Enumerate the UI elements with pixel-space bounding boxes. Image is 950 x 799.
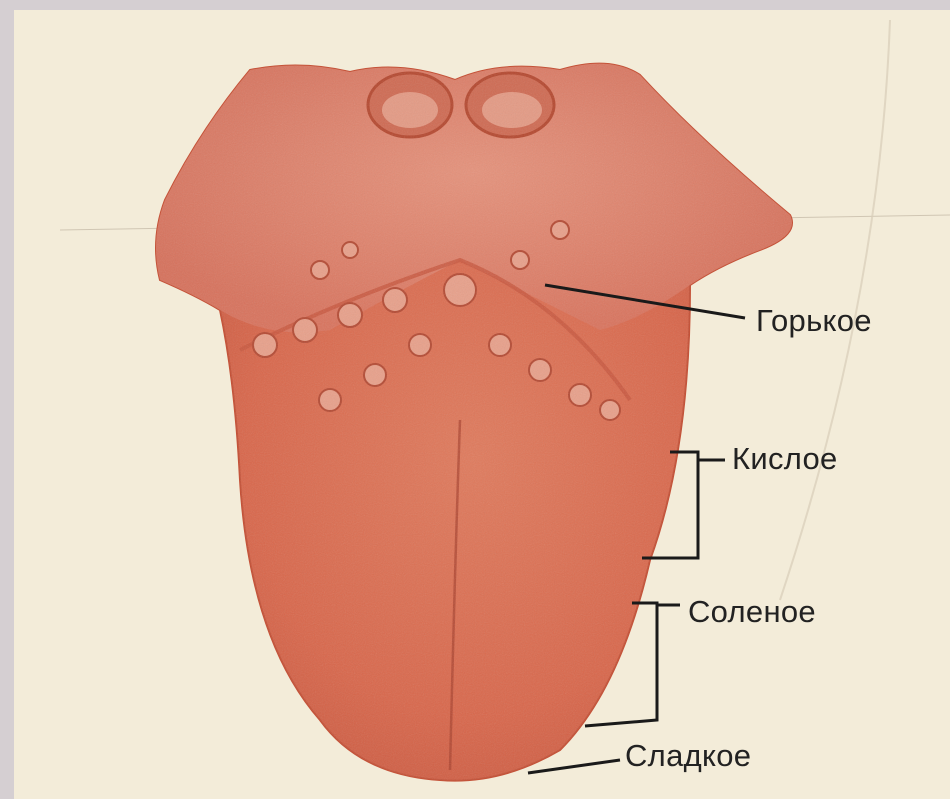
tongue-texture — [156, 64, 792, 781]
leader-sweet — [528, 760, 620, 773]
label-salty: Соленое — [688, 594, 816, 630]
label-sour: Кислое — [732, 441, 838, 477]
label-sweet: Сладкое — [625, 738, 751, 774]
label-bitter: Горькое — [756, 303, 872, 339]
